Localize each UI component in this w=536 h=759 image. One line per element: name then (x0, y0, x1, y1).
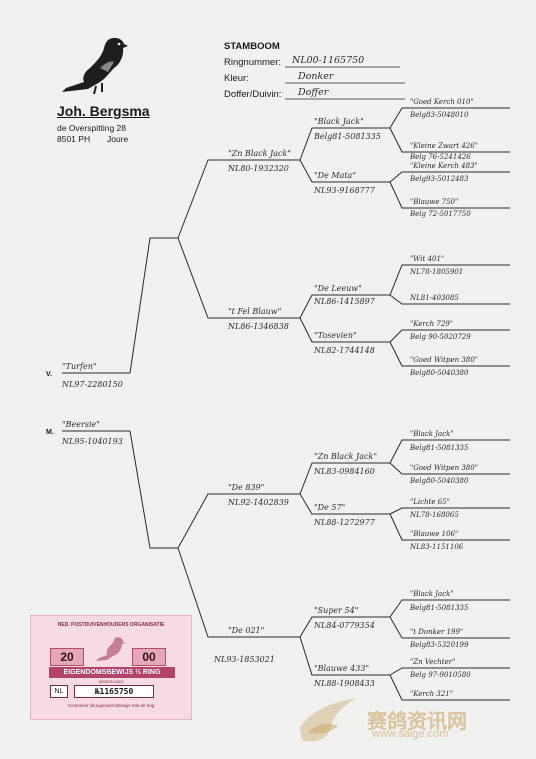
sex-label: Doffer/Duivin: (224, 89, 282, 100)
gen2-sire-dam-name: "t Fel Blauw" (228, 307, 282, 316)
gen4-name: "Blauwe 750" (410, 198, 459, 206)
dam-name: "Beersie" (62, 420, 100, 429)
certificate-year-right: 00 (132, 648, 166, 666)
gen4-name: "Lichte 65" (410, 498, 450, 506)
gen2-dam-sire-name: "De 839" (228, 483, 265, 492)
gen4-ring: NL78-168065 (410, 511, 459, 519)
gen4-ring: NL78-1805901 (410, 268, 464, 276)
gen2-sire-sire-name: "Zn Black Jack" (228, 149, 291, 158)
owner-name: Joh. Bergsma (57, 103, 150, 119)
pedigree-title: STAMBOOM (224, 41, 280, 52)
certificate-year-left: 20 (50, 648, 84, 666)
gen3-name: "Blauwe 433" (314, 664, 370, 673)
gen4-ring: Belg 90-5020729 (410, 333, 471, 341)
gen4-ring: NL83-1151106 (410, 543, 464, 551)
gen4-name: "t Donker 199" (410, 628, 464, 636)
certificate-footer: Controleer dit eigendomsbewijs met de ri… (67, 703, 155, 708)
gen2-sire-sire-ring: NL80-1932320 (228, 164, 289, 173)
pigeon-logo-icon (62, 37, 128, 95)
gen4-ring: Belg 76-5241426 (410, 153, 471, 161)
gen4-name: "Blauwe 106" (410, 530, 459, 538)
gen4-name: "Wit 401" (410, 255, 445, 263)
gen3-name: "Zn Black Jack" (314, 452, 377, 461)
sire-ring: NL97-2280150 (62, 380, 123, 389)
gen4-ring: Belg81-5081335 (410, 444, 469, 452)
sire-name: "Turfen" (62, 362, 97, 371)
gen4-name: "Black Jack" (410, 430, 454, 438)
certificate-country: NL (50, 685, 68, 698)
sex-value: Doffer (298, 87, 329, 98)
gen4-name: "Goed Witpen 380" (410, 356, 478, 364)
gen3-name: "De Mata" (314, 171, 356, 180)
ring-number-label: Ringnummer: (224, 57, 282, 68)
gen3-name: "De Leeuw" (314, 284, 362, 293)
sire-marker: V. (46, 371, 52, 378)
gen4-ring: NL81-403085 (410, 294, 459, 302)
certificate-pigeon-icon (96, 637, 126, 661)
watermark-text: 赛鸽资讯网 (367, 711, 467, 733)
gen3-ring: NL86-1415897 (314, 297, 375, 306)
gen4-name: "Zn Vechter" (410, 658, 456, 666)
gen4-ring: Belg81-5081335 (410, 604, 469, 612)
gen3-ring: NL88-1272977 (314, 518, 375, 527)
gen3-ring: NL84-0779354 (314, 621, 375, 630)
color-value: Donker (298, 71, 334, 82)
gen3-name: "Black Jack" (314, 117, 364, 126)
dam-marker: M. (46, 429, 54, 436)
owner-postcode: 8501 PH (57, 134, 91, 144)
gen3-ring: Belg81-5081335 (314, 132, 381, 141)
gen4-ring: Belg80-5040380 (410, 477, 469, 485)
gen2-dam-dam-name: "De 021" (228, 626, 265, 635)
gen3-name: "Tosevien" (314, 331, 357, 340)
gen4-name: "Black Jack" (410, 590, 454, 598)
gen4-name: "Kerch 321" (410, 690, 453, 698)
gen4-name: "Kerch 729" (410, 320, 453, 328)
gen4-ring: Belg83-5320199 (410, 641, 469, 649)
gen3-ring: NL82-1744148 (314, 346, 375, 355)
watermark-url: www.saige.com (372, 728, 449, 740)
gen4-name: "Kleine Zwart 426" (410, 142, 478, 150)
owner-street: de Overspitting 28 (57, 123, 126, 133)
gen3-ring: NL83-0984160 (314, 467, 375, 476)
gen4-name: "Kleine Kerch 483" (410, 162, 478, 170)
certificate-ring-number: №1165750 (74, 685, 154, 698)
gen4-name: "Goed Witpen 380" (410, 464, 478, 472)
owner-city: Joure (107, 134, 129, 144)
certificate-org: NED. POSTDUIVENHOUDERS ORGANISATIE (57, 622, 165, 628)
gen4-name: "Goed Kerch 010" (410, 98, 474, 106)
gen4-ring: Belg93-5012483 (410, 175, 469, 183)
ownership-certificate: NED. POSTDUIVENHOUDERS ORGANISATIE 20 00… (30, 615, 192, 720)
gen3-ring: NL93-9168777 (314, 186, 375, 195)
gen4-ring: Belg83-5048010 (410, 111, 469, 119)
gen3-name: "Super 54" (314, 606, 359, 615)
ring-number-value: NL00-1165750 (292, 55, 365, 66)
gen2-dam-sire-ring: NL92-1402839 (228, 498, 289, 507)
gen3-name: "De 57" (314, 503, 346, 512)
gen3-ring: NL88-1908433 (314, 679, 375, 688)
certificate-band: EIGENDOMSBEWIJS ½ RING (49, 667, 175, 678)
gen4-ring: Belg80-5040380 (410, 369, 469, 377)
gen2-sire-dam-ring: NL86-1346838 (228, 322, 289, 331)
color-label: Kleur: (224, 73, 249, 84)
gen4-ring: Belg 72-5017750 (410, 210, 471, 218)
gen4-ring: Belg 97-9010580 (410, 671, 471, 679)
certificate-subtitle: NEDERLAND (98, 679, 124, 684)
dam-ring: NL95-1040193 (62, 437, 123, 446)
gen2-dam-dam-ring: NL93-1853021 (214, 655, 275, 664)
watermark-pigeon-icon (300, 698, 356, 742)
